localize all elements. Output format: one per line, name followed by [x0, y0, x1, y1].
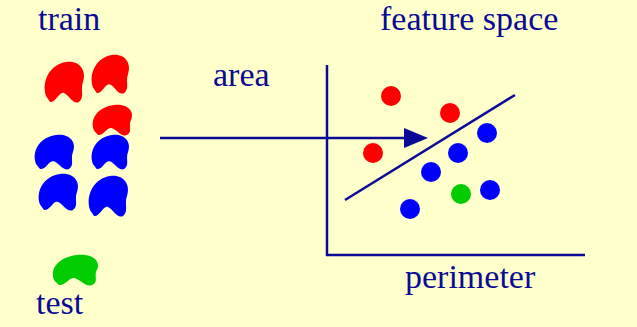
test-label: test — [36, 284, 83, 321]
mapping-arrow — [160, 128, 428, 148]
green-point — [451, 184, 471, 204]
axes — [326, 65, 585, 256]
decision-boundary — [345, 95, 515, 200]
axis-label: area — [213, 56, 270, 93]
blue-samples — [35, 135, 129, 217]
green-test-sample — [53, 255, 98, 286]
train-label: train — [38, 0, 100, 37]
axis-label: perimeter — [405, 258, 535, 295]
space-label: feature space — [380, 0, 558, 37]
blue-points — [400, 123, 500, 219]
red-samples — [45, 55, 132, 136]
red-points — [363, 86, 460, 163]
